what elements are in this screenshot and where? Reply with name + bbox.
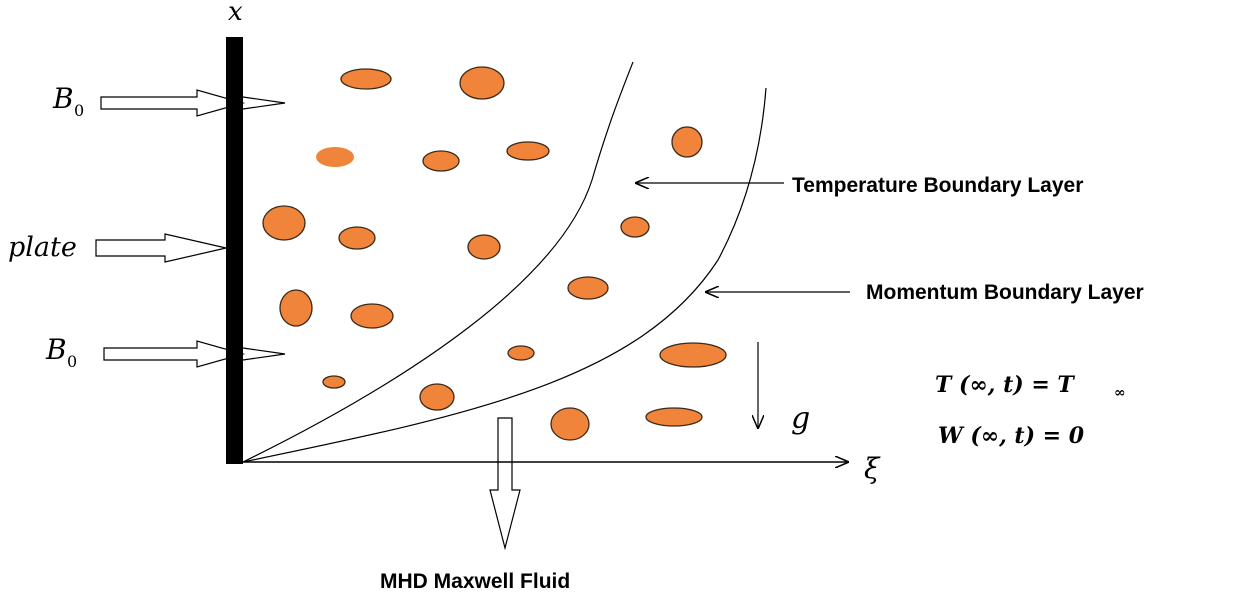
particle <box>620 216 650 238</box>
xi-axis-label: ξ <box>864 452 881 485</box>
particle <box>507 345 535 361</box>
particle <box>550 407 590 441</box>
particle <box>467 234 501 260</box>
b0-arrow-top <box>100 89 286 117</box>
temperature-layer-label: Temperature Boundary Layer <box>792 174 1083 197</box>
momentum-boundary-curve <box>242 87 767 463</box>
temperature-boundary-curve <box>242 61 634 463</box>
particle <box>279 289 313 327</box>
particle <box>567 276 609 300</box>
b0-symbol: B <box>45 333 67 366</box>
fluid-particles <box>262 66 727 441</box>
particle <box>671 126 703 158</box>
plate-label: plate <box>8 232 77 263</box>
b0-symbol: B <box>52 82 74 115</box>
particle <box>340 68 392 90</box>
temperature-condition-text: T (∞, t) = T <box>935 372 1075 398</box>
temperature-condition-subscript: ∞ <box>1114 385 1126 401</box>
particle <box>338 226 376 250</box>
b0-arrow-bottom <box>103 340 286 368</box>
particle <box>322 375 346 389</box>
particle <box>350 303 394 329</box>
b0-label-bottom: B 0 <box>45 333 77 371</box>
particle <box>419 383 455 411</box>
particle <box>659 342 727 368</box>
fluid-arrow <box>489 417 521 551</box>
particle <box>459 66 505 100</box>
b0-subscript: 0 <box>74 101 84 120</box>
fluid-label: MHD Maxwell Fluid <box>380 570 570 593</box>
particle <box>645 407 703 427</box>
momentum-layer-label: Momentum Boundary Layer <box>866 281 1144 304</box>
temperature-condition: T (∞, t) = T ∞ <box>935 372 1126 401</box>
b0-label-top: B 0 <box>52 82 84 120</box>
plate-arrow <box>95 233 227 263</box>
velocity-condition: W (∞, t) = 0 <box>938 423 1085 449</box>
particle <box>506 141 550 161</box>
x-axis-label: x <box>228 0 243 27</box>
b0-subscript: 0 <box>67 352 77 371</box>
particle <box>316 147 354 167</box>
particle <box>422 150 460 172</box>
gravity-label: g <box>791 401 810 436</box>
particle <box>262 205 306 241</box>
